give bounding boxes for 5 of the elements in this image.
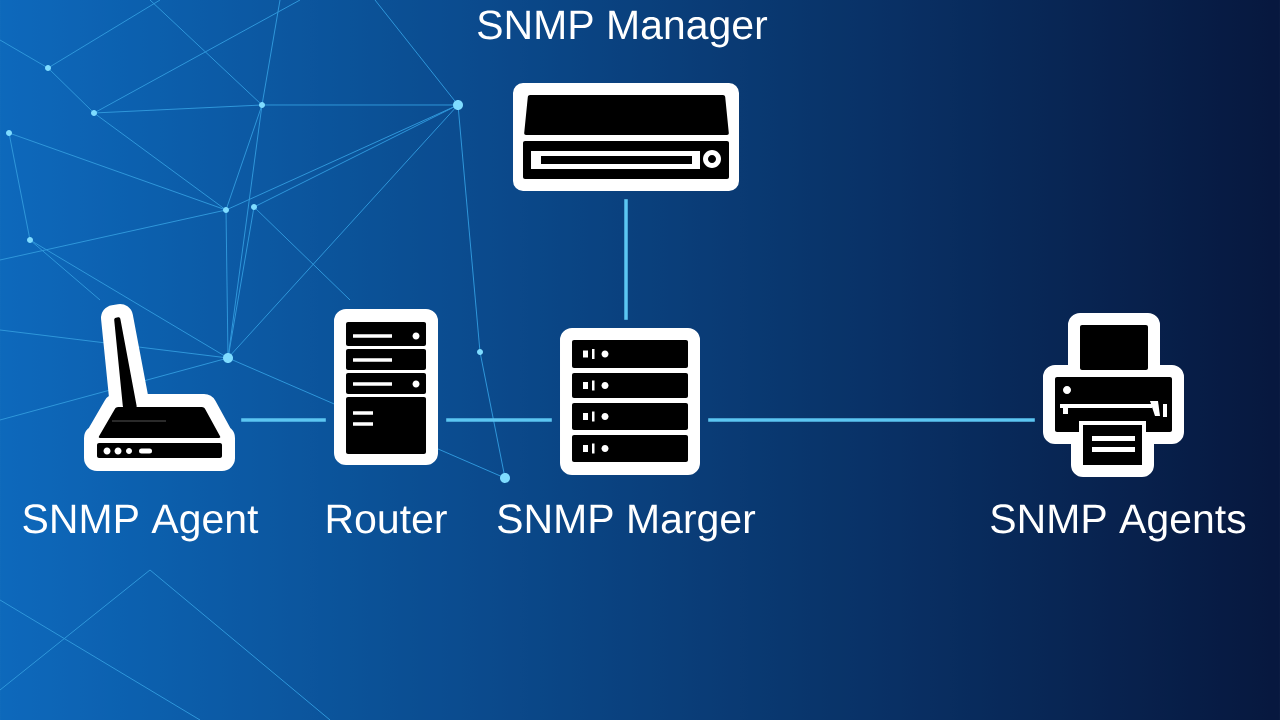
- device-label: SNMP Agent: [23, 504, 259, 542]
- device-label: SNMP Marger: [498, 504, 756, 542]
- device-label: SNMP Manager: [478, 10, 768, 48]
- device-label: Router: [327, 504, 447, 534]
- device-label: SNMP Agents: [991, 504, 1246, 542]
